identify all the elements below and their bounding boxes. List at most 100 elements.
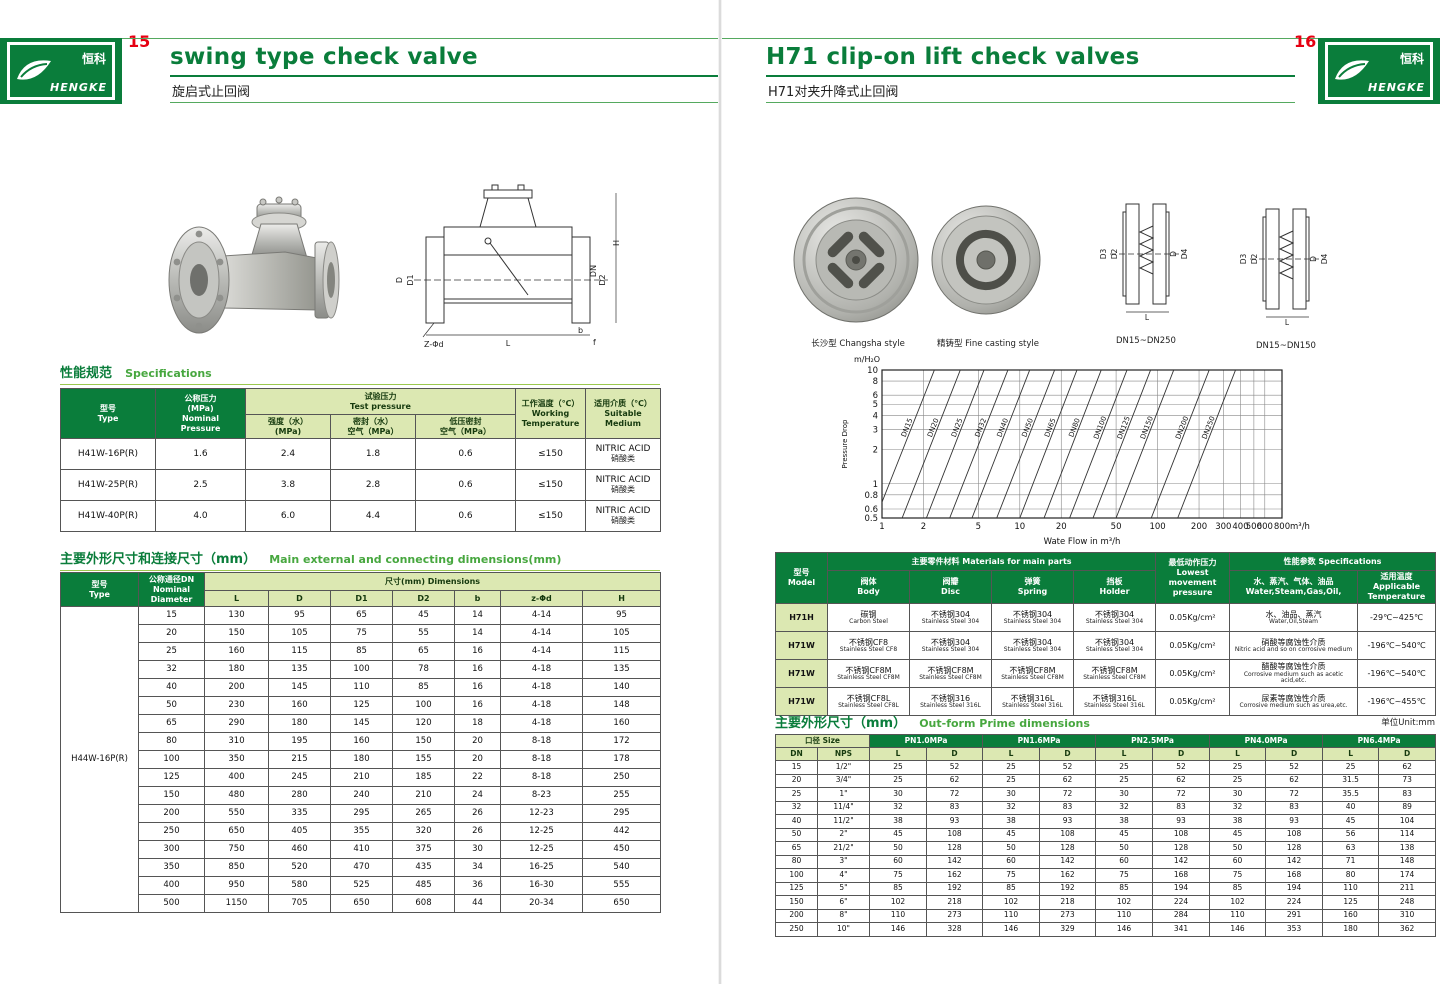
col-header-low-seal: 低压密封 空气（MPa） (415, 414, 516, 439)
table-cell: 125 (1322, 895, 1380, 910)
table-cell: 32 (1095, 800, 1154, 815)
table-cell: 30 (869, 787, 928, 802)
right-page-number: 16 (1294, 32, 1317, 51)
col-header-pn64: PN6.4MPa (1322, 734, 1437, 748)
table-cell: 6.0 (245, 500, 331, 532)
svg-text:4: 4 (873, 411, 878, 421)
col-header-zfd: z-Φd (500, 590, 583, 607)
table-cell: 0.6 (415, 469, 516, 501)
table-cell: ≤150 (515, 469, 586, 501)
svg-text:5: 5 (976, 522, 981, 532)
table-cell: 25 (1209, 760, 1267, 775)
table-cell: 25 (982, 760, 1041, 775)
col-header-b: b (454, 590, 501, 607)
title-rule (170, 75, 718, 77)
col-header-nominal-pressure: 公称压力 (MPa) Nominal Pressure (155, 388, 246, 439)
col-header-holder: 挡板 Holder (1072, 570, 1157, 604)
col-header-H: H (581, 590, 662, 607)
table-cell: 0.6 (415, 438, 516, 470)
table-cell: 4-14 (500, 606, 583, 625)
svg-text:Pressure Drop: Pressure Drop (841, 419, 849, 469)
table-cell: 16 (454, 660, 501, 679)
col-header-L: L (1322, 747, 1380, 761)
col-header-L: L (982, 747, 1041, 761)
table-cell: 8-18 (500, 732, 583, 751)
col-header-test-pressure: 试验压力 Test pressure (245, 388, 516, 415)
table-cell: 0.05Kg/cm² (1155, 631, 1231, 660)
svg-text:10: 10 (867, 366, 878, 376)
table-cell: 650 (330, 894, 393, 913)
table-cell: 211 (1378, 881, 1437, 896)
table-cell: 194 (1265, 881, 1324, 896)
table-cell: 750 (204, 840, 269, 859)
table-cell: 55 (392, 624, 455, 643)
table-cell: 95 (268, 606, 331, 625)
table-cell: 44 (454, 894, 501, 913)
table-cell: 250 (775, 922, 818, 937)
table-cell: 75 (982, 868, 1041, 883)
table-cell: 72 (1152, 787, 1211, 802)
table-cell: 38 (869, 814, 928, 829)
table-cell: 128 (1265, 841, 1324, 856)
table-cell: 62 (1152, 773, 1211, 788)
table-cell: 485 (392, 876, 455, 895)
table-cell: 75 (330, 624, 393, 643)
table-cell: 26 (454, 822, 501, 841)
svg-text:DN150: DN150 (1139, 415, 1155, 440)
dim-label-d4: D4 (1180, 248, 1189, 259)
table-cell: 705 (268, 894, 331, 913)
svg-text:5: 5 (873, 400, 878, 410)
table-cell: 60 (1095, 854, 1154, 869)
svg-text:0.5: 0.5 (864, 514, 878, 524)
table-cell: 0.6 (415, 500, 516, 532)
col-header-D1: D1 (330, 590, 393, 607)
photo2-caption: 精铸型 Fine casting style (936, 339, 1040, 349)
table-cell: 362 (1378, 922, 1437, 937)
svg-text:DN100: DN100 (1092, 415, 1108, 440)
table-cell: 36 (454, 876, 501, 895)
table-cell: 148 (1378, 854, 1437, 869)
table-cell: 32 (775, 800, 818, 815)
table-cell: 145 (268, 678, 331, 697)
table-cell: 284 (1152, 908, 1211, 923)
col-header-D: D (1039, 747, 1097, 761)
table-cell: 102 (869, 895, 928, 910)
col-header-dn: DN (775, 747, 818, 761)
table-cell: 450 (581, 840, 662, 859)
table-cell: 102 (982, 895, 1041, 910)
table-cell: 295 (581, 804, 662, 823)
table-cell: 108 (1039, 827, 1097, 842)
table-cell: ≤150 (515, 438, 586, 470)
table-cell: 140 (581, 678, 662, 697)
svg-text:DN15: DN15 (900, 417, 915, 438)
table-cell: 608 (392, 894, 455, 913)
table-cell: 40 (1322, 800, 1380, 815)
table-cell: 95 (581, 606, 662, 625)
table-cell: 442 (581, 822, 662, 841)
table-cell: 80 (775, 854, 818, 869)
table-cell: 4-14 (500, 624, 583, 643)
table-cell: 650 (204, 822, 269, 841)
table-cell: 16 (454, 678, 501, 697)
table-cell: 125 (138, 768, 205, 787)
table-cell: 38 (1209, 814, 1267, 829)
table-cell: 400 (138, 876, 205, 895)
col-header-type: 型号 Type (60, 388, 156, 439)
table-cell: 160 (1322, 908, 1380, 923)
outform-heading-cn: 主要外形尺寸（mm） (775, 716, 907, 731)
col-header-pn25: PN2.5MPa (1095, 734, 1211, 748)
table-cell: 4-14 (500, 642, 583, 661)
table-cell: 62 (1378, 760, 1437, 775)
table-cell: 138 (1378, 841, 1437, 856)
